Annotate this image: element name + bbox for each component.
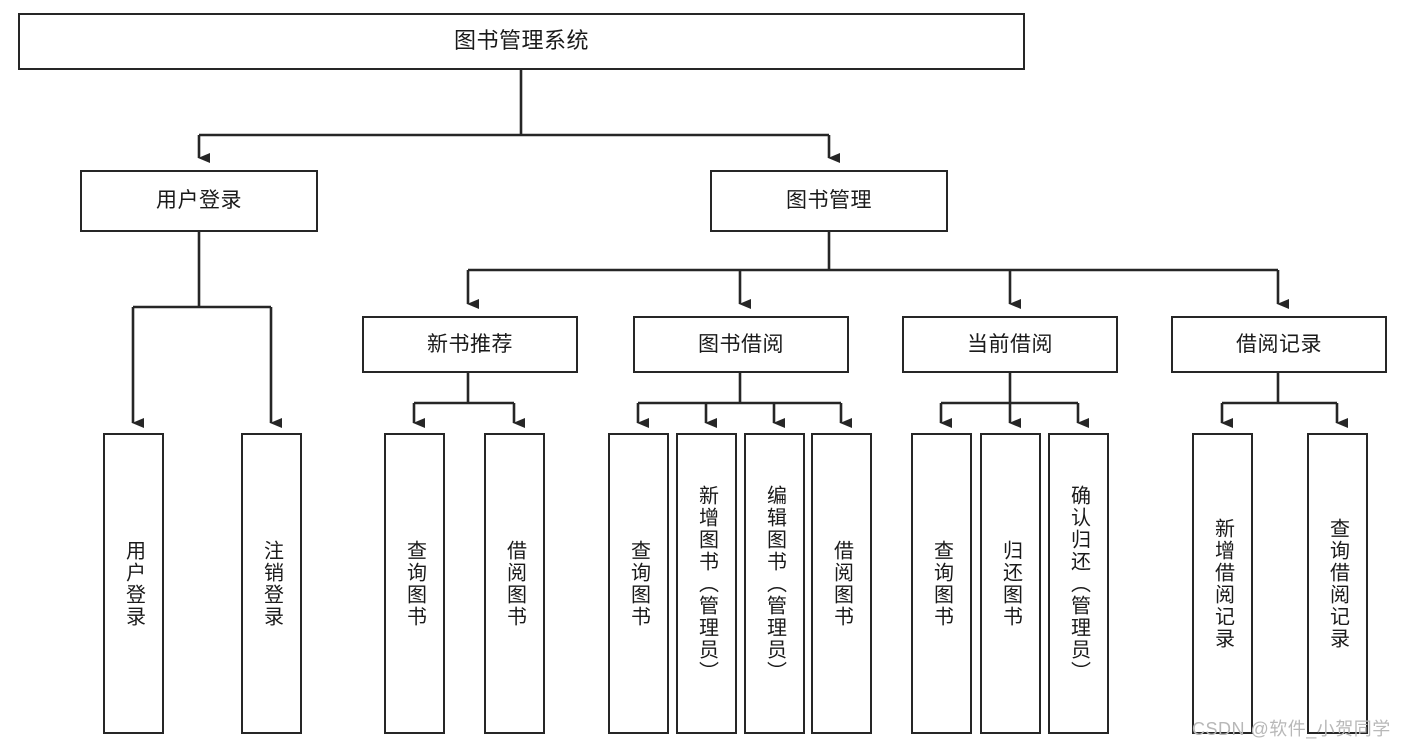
node-label: 借阅图书 (830, 539, 853, 628)
leaf-borrow-book-recommend[interactable]: 借阅图书 (484, 433, 545, 734)
node-label: 图书借阅 (698, 332, 784, 356)
leaf-return-book[interactable]: 归还图书 (980, 433, 1041, 734)
node-label: 新增借阅记录 (1211, 517, 1234, 650)
leaf-user-login[interactable]: 用户登录 (103, 433, 164, 734)
node-label: 查询图书 (930, 539, 953, 628)
leaf-logout[interactable]: 注销登录 (241, 433, 302, 734)
node-label: 新书推荐 (427, 332, 513, 356)
node-label: 新增图书（管理员） (695, 484, 718, 683)
node-new-book-recommend[interactable]: 新书推荐 (362, 316, 578, 373)
node-label: 图书管理系统 (453, 28, 589, 54)
leaf-confirm-return-admin[interactable]: 确认归还（管理员） (1048, 433, 1109, 734)
node-book-borrow[interactable]: 图书借阅 (633, 316, 849, 373)
node-label: 查询借阅记录 (1326, 517, 1349, 650)
node-label: 当前借阅 (967, 332, 1053, 356)
node-label: 归还图书 (999, 539, 1022, 628)
leaf-borrow-book[interactable]: 借阅图书 (811, 433, 872, 734)
node-current-borrow[interactable]: 当前借阅 (902, 316, 1118, 373)
node-label: 编辑图书（管理员） (763, 484, 786, 683)
leaf-query-book-borrow[interactable]: 查询图书 (608, 433, 669, 734)
node-label: 用户登录 (122, 539, 145, 628)
node-label: 确认归还（管理员） (1067, 484, 1090, 683)
node-label: 图书管理 (786, 189, 872, 213)
node-label: 注销登录 (260, 539, 283, 628)
csdn-watermark: CSDN @软件_小贺同学 (1192, 719, 1391, 739)
node-label: 查询图书 (627, 539, 650, 628)
node-root-book-management-system[interactable]: 图书管理系统 (18, 13, 1025, 70)
node-borrow-record[interactable]: 借阅记录 (1171, 316, 1387, 373)
leaf-edit-book-admin[interactable]: 编辑图书（管理员） (744, 433, 805, 734)
leaf-add-book-admin[interactable]: 新增图书（管理员） (676, 433, 737, 734)
node-label: 借阅记录 (1236, 332, 1322, 356)
leaf-query-book-recommend[interactable]: 查询图书 (384, 433, 445, 734)
leaf-query-book-current[interactable]: 查询图书 (911, 433, 972, 734)
node-label: 用户登录 (156, 189, 242, 213)
node-user-login[interactable]: 用户登录 (80, 170, 318, 232)
leaf-query-borrow-record[interactable]: 查询借阅记录 (1307, 433, 1368, 734)
leaf-add-borrow-record[interactable]: 新增借阅记录 (1192, 433, 1253, 734)
node-label: 查询图书 (403, 539, 426, 628)
node-book-management[interactable]: 图书管理 (710, 170, 948, 232)
node-label: 借阅图书 (503, 539, 526, 628)
